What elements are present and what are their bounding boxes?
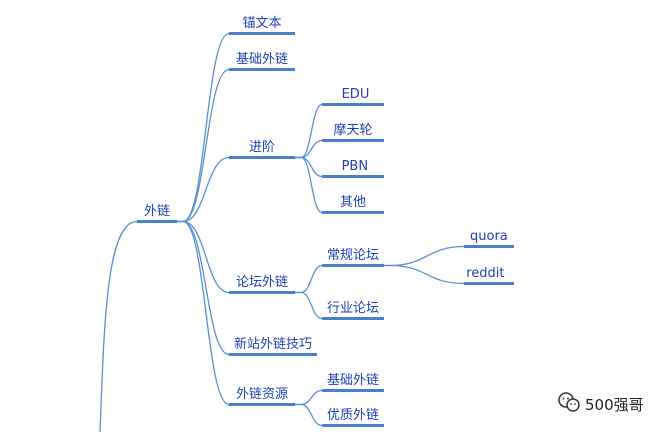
node-underline: [322, 424, 384, 427]
connector-line: [295, 403, 323, 427]
node-label: quora: [470, 229, 508, 244]
connector-line: [384, 264, 465, 285]
node-underline: [322, 264, 384, 267]
node-label: 其他: [340, 195, 366, 210]
node-label: PBN: [342, 159, 368, 174]
node-underline: [137, 220, 177, 223]
mindmap-node[interactable]: 新站外链技巧: [229, 336, 317, 356]
connector-line: [295, 291, 323, 320]
mindmap-node[interactable]: 进阶: [229, 140, 295, 159]
mindmap-node[interactable]: 外链: [137, 204, 177, 223]
node-label: 基础外链: [327, 373, 379, 388]
connector-line: [99, 220, 138, 432]
connector-line: [295, 103, 323, 159]
mindmap-node[interactable]: 优质外链: [322, 408, 384, 427]
connector-lines: [99, 32, 465, 432]
connector-line: [177, 32, 230, 223]
node-underline: [229, 291, 295, 294]
node-underline: [322, 317, 384, 320]
node-underline: [464, 245, 514, 248]
watermark: 500强哥: [558, 392, 644, 414]
mindmap-node[interactable]: 锚文本: [229, 16, 295, 35]
node-label: 外链: [144, 204, 170, 219]
node-underline: [322, 175, 384, 178]
node-label: EDU: [342, 87, 370, 102]
node-underline: [229, 353, 317, 356]
node-label: 行业论坛: [327, 301, 379, 316]
mindmap-node[interactable]: reddit: [464, 266, 514, 285]
node-label: 优质外链: [327, 408, 379, 423]
node-underline: [322, 103, 384, 106]
connector-line: [295, 264, 323, 294]
connector-line: [295, 389, 323, 406]
mindmap-node[interactable]: 行业论坛: [322, 301, 384, 320]
node-underline: [229, 156, 295, 159]
mindmap-node[interactable]: 论坛外链: [229, 275, 295, 294]
node-label: 外链资源: [236, 387, 288, 402]
node-label: 进阶: [249, 140, 275, 155]
mindmap-node[interactable]: PBN: [322, 159, 384, 178]
node-label: reddit: [466, 266, 504, 281]
mindmap-node[interactable]: 其他: [322, 195, 384, 214]
node-label: 摩天轮: [334, 122, 373, 138]
node-underline: [229, 32, 295, 35]
node-underline: [464, 282, 514, 285]
node-underline: [322, 211, 384, 214]
mindmap-nodes: 外链锚文本基础外链进阶EDU摩天轮PBN其他论坛外链常规论坛quorareddi…: [137, 16, 514, 427]
node-label: 新站外链技巧: [234, 336, 312, 352]
node-label: 锚文本: [243, 16, 282, 31]
connector-line: [177, 68, 230, 223]
node-label: 基础外链: [236, 52, 288, 67]
node-underline: [229, 403, 295, 406]
connector-line: [177, 156, 230, 223]
node-underline: [322, 139, 384, 142]
mindmap-node[interactable]: 外链资源: [229, 387, 295, 406]
mindmap-node[interactable]: EDU: [322, 87, 384, 106]
watermark-text: 500强哥: [585, 396, 644, 414]
mindmap-node[interactable]: 常规论坛: [322, 248, 384, 267]
connector-line: [295, 156, 323, 214]
node-label: 常规论坛: [327, 248, 379, 263]
node-underline: [229, 68, 295, 71]
node-label: 论坛外链: [236, 275, 288, 290]
connector-line: [177, 220, 230, 294]
mindmap-node[interactable]: 摩天轮: [322, 122, 384, 142]
connector-line: [384, 245, 465, 267]
mindmap-node[interactable]: 基础外链: [229, 52, 295, 71]
mindmap-node[interactable]: 基础外链: [322, 373, 384, 392]
connector-line: [295, 156, 323, 178]
mindmap-node[interactable]: quora: [464, 229, 514, 248]
connector-line: [177, 220, 230, 406]
wechat-icon: [558, 392, 580, 412]
node-underline: [322, 389, 384, 392]
